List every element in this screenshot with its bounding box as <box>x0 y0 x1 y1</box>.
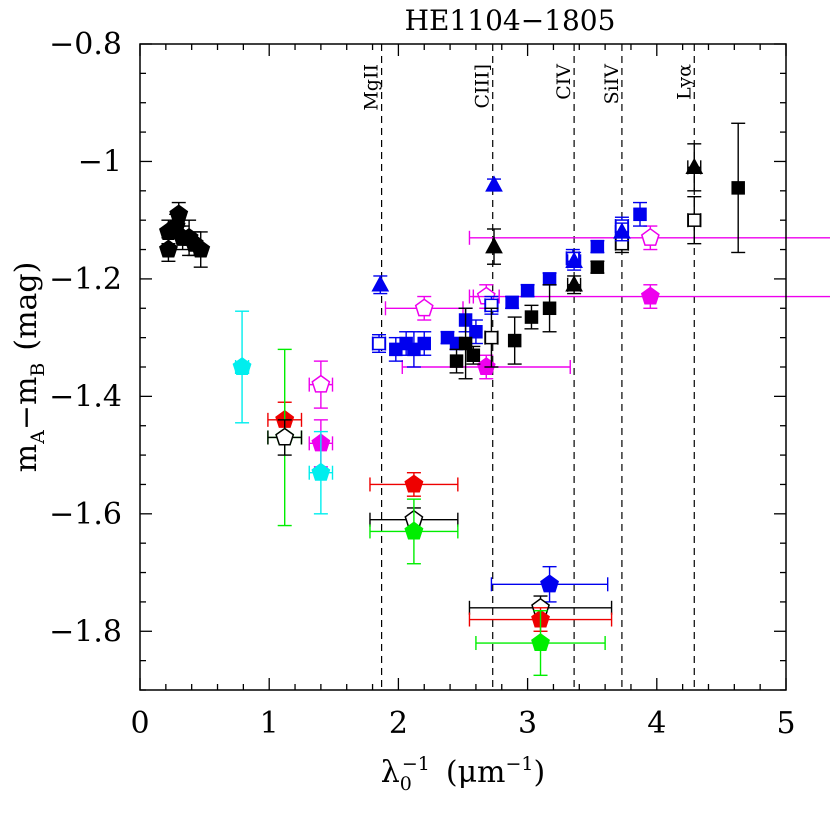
data-point-square <box>449 354 464 368</box>
y-axis-label-sub1: A <box>27 430 49 445</box>
data-point-square <box>458 336 473 351</box>
x-tick-label: 3 <box>518 706 537 741</box>
data-point-square <box>687 213 702 227</box>
data-point-pentagon <box>414 298 434 317</box>
data-point-square <box>590 239 605 254</box>
data-layer <box>159 122 830 677</box>
emission-line-label: MgII <box>361 64 383 111</box>
data-point-triangle <box>613 222 631 239</box>
data-point-square <box>507 333 522 348</box>
y-axis-label-units: (mag) <box>9 262 44 351</box>
data-point-square <box>590 260 605 274</box>
data-point-square <box>466 348 481 363</box>
data-point-pentagon <box>159 239 178 258</box>
y-tick-label: −1.6 <box>49 497 122 532</box>
x-tick-label: 1 <box>260 706 279 741</box>
data-point-square <box>542 301 557 316</box>
y-tick-label: −1.2 <box>49 262 122 297</box>
y-axis-label-pre: m <box>9 444 44 472</box>
x-tick-label: 5 <box>776 706 795 741</box>
data-point-square <box>469 325 483 339</box>
data-point-triangle <box>485 237 503 254</box>
data-point-square <box>372 336 386 351</box>
data-point-pentagon <box>476 357 496 376</box>
x-axis-label-units: (μm <box>446 755 506 790</box>
data-point-square <box>542 272 557 286</box>
data-point-square <box>417 336 431 351</box>
x-tick-label: 2 <box>389 706 408 741</box>
data-point-square <box>520 283 535 298</box>
data-point-triangle <box>485 175 503 192</box>
emission-line-label: CIV <box>553 64 575 100</box>
data-point-square <box>505 295 519 310</box>
data-point-pentagon <box>169 204 189 223</box>
y-tick-label: −1 <box>78 144 122 179</box>
data-point-pentagon <box>232 357 252 376</box>
data-point-square <box>731 181 745 195</box>
data-point-pentagon <box>640 227 660 246</box>
axis-ticks: 0 1 2 3 4 5 −0.8 −1 −1.2 −1.4 −1.6 −1.8 <box>49 27 795 741</box>
data-point-pentagon <box>311 462 331 481</box>
data-point-triangle <box>565 275 583 292</box>
data-point-square <box>484 330 499 345</box>
data-point-pentagon <box>191 239 211 258</box>
y-tick-label: −1.8 <box>49 614 122 649</box>
emission-line-label: Lyα <box>673 64 695 100</box>
y-axis-label-sub2: B <box>27 363 49 377</box>
y-tick-label: −1.4 <box>49 379 122 414</box>
data-point-pentagon <box>404 521 424 540</box>
emission-line-label: SiIV <box>601 64 623 105</box>
x-axis-label-sub: 0 <box>400 773 412 795</box>
data-point-triangle <box>685 157 704 175</box>
grid-lines: MgII CIII] CIV SiIV Lyα <box>361 44 695 690</box>
data-point-pentagon <box>531 633 550 652</box>
x-axis-label-sup: −1 <box>402 753 430 775</box>
data-point-triangle <box>565 251 583 269</box>
data-point-triangle <box>371 275 390 292</box>
data-point-pentagon <box>275 427 295 446</box>
data-point-pentagon <box>640 286 660 305</box>
x-tick-label: 0 <box>130 706 149 741</box>
data-point-pentagon <box>540 574 559 593</box>
data-point-square <box>633 207 647 222</box>
x-axis-label-main: λ <box>381 755 400 790</box>
x-axis-label: λ0−1(μm−1) <box>381 753 546 795</box>
y-tick-label: −0.8 <box>49 27 122 62</box>
emission-line-label: CIII] <box>472 64 494 108</box>
x-tick-label: 4 <box>647 706 666 741</box>
x-axis-label-close: ) <box>534 755 546 790</box>
data-point-square <box>524 310 539 324</box>
chart-title: HE1104−1805 <box>405 4 616 37</box>
x-axis-label-units-sup: −1 <box>506 753 534 775</box>
y-axis-label: mA−mB (mag) <box>9 262 49 473</box>
data-point-pentagon <box>404 474 424 493</box>
data-point-pentagon <box>311 374 331 393</box>
y-axis-label-mid: −m <box>9 377 44 431</box>
